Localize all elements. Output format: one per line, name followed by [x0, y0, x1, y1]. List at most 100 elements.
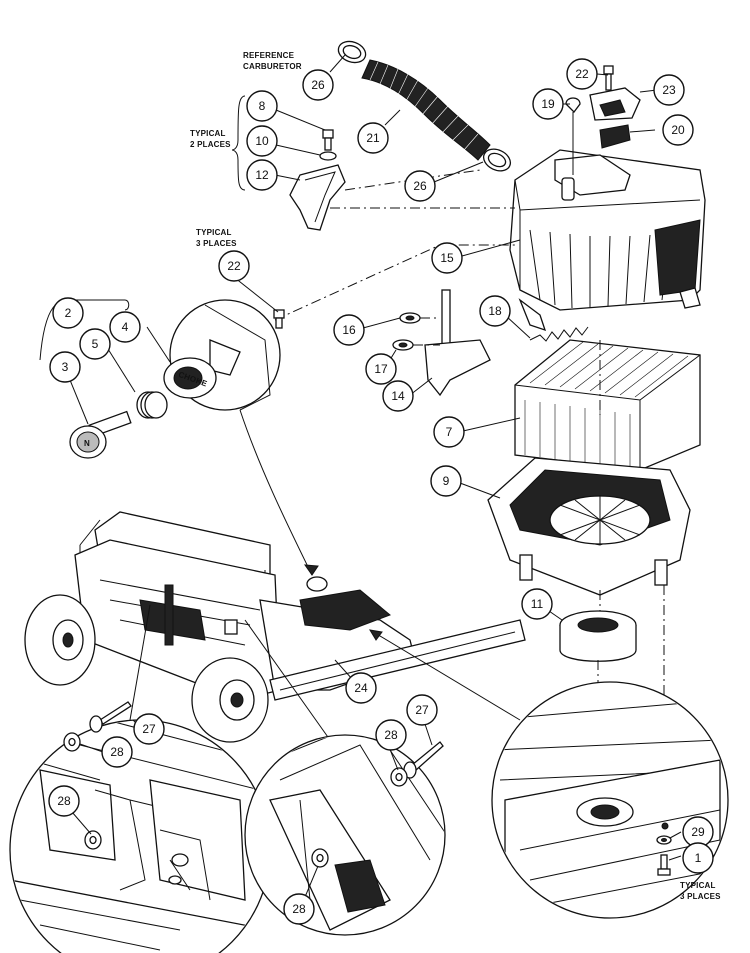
spring-18	[529, 326, 589, 342]
bolt-1	[657, 854, 671, 876]
svg-text:24: 24	[354, 681, 368, 695]
bracket-23	[589, 87, 641, 121]
svg-text:5: 5	[92, 337, 99, 351]
choke-spring	[136, 391, 168, 419]
note-reference-carburetor-1: REFERENCE	[243, 51, 295, 60]
screw-8	[322, 129, 334, 151]
detail-view-middle	[244, 734, 446, 936]
intake-hose	[361, 59, 491, 161]
grommet-11	[559, 610, 637, 662]
choke-bezel	[163, 357, 217, 399]
callout-1: 1	[682, 842, 714, 874]
washer-28-left-bottom	[84, 830, 102, 850]
svg-text:12: 12	[255, 168, 269, 182]
nut-16	[399, 312, 421, 324]
svg-text:28: 28	[292, 902, 306, 916]
svg-text:18: 18	[488, 304, 502, 318]
callout-22-side: 22	[218, 250, 250, 282]
nut-17	[392, 339, 414, 351]
clip-20	[599, 124, 631, 149]
svg-text:26: 26	[311, 78, 325, 92]
svg-text:4: 4	[122, 320, 129, 334]
callout-5: 5	[79, 328, 111, 360]
callout-11: 11	[521, 588, 553, 620]
callout-28-left-bottom: 28	[48, 785, 80, 817]
callout-18: 18	[479, 295, 511, 327]
note-reference-carburetor-2: CARBURETOR	[243, 62, 302, 71]
screw-22-side	[273, 309, 285, 329]
callout-27-left: 27	[133, 713, 165, 745]
callout-10: 10	[246, 125, 278, 157]
callout-21: 21	[357, 122, 389, 154]
note-typical-2-places-1: TYPICAL	[190, 129, 226, 138]
callout-27-middle: 27	[406, 694, 438, 726]
washer-10	[319, 151, 337, 161]
callout-28-middle-top: 28	[375, 719, 407, 751]
svg-text:23: 23	[662, 83, 676, 97]
svg-text:28: 28	[57, 794, 71, 808]
svg-text:8: 8	[259, 99, 266, 113]
callout-7: 7	[433, 416, 465, 448]
svg-text:28: 28	[110, 745, 124, 759]
callout-16: 16	[333, 314, 365, 346]
callout-8: 8	[246, 90, 278, 122]
callout-2: 2	[52, 297, 84, 329]
detail-view-right	[491, 681, 729, 919]
rivet-27-left	[89, 701, 132, 733]
svg-text:14: 14	[391, 389, 405, 403]
note-typical-3-places-b-1: TYPICAL	[680, 881, 716, 890]
svg-text:19: 19	[541, 97, 555, 111]
svg-text:29: 29	[691, 825, 705, 839]
svg-text:27: 27	[142, 722, 156, 736]
washer-28-middle-top	[390, 767, 408, 787]
svg-text:1: 1	[695, 851, 702, 865]
air-filter-7	[514, 339, 701, 471]
note-typical-2-places-2: 2 PLACES	[190, 140, 231, 149]
callout-26-top: 26	[302, 69, 334, 101]
note-typical-3-places-a-2: 3 PLACES	[196, 239, 237, 248]
svg-text:22: 22	[227, 259, 241, 273]
callout-9: 9	[430, 465, 462, 497]
callout-23: 23	[653, 74, 685, 106]
air-box-base-9	[487, 457, 691, 596]
svg-text:27: 27	[415, 703, 429, 717]
svg-text:28: 28	[384, 728, 398, 742]
vehicle-chassis	[74, 511, 526, 701]
callout-4: 4	[109, 311, 141, 343]
svg-text:7: 7	[446, 425, 453, 439]
callout-28-middle-bottom: 28	[283, 893, 315, 925]
front-wheel-left	[24, 594, 96, 686]
bracket-12	[289, 164, 346, 231]
leader-lines	[69, 54, 682, 898]
callout-22-top: 22	[566, 58, 598, 90]
svg-text:2: 2	[65, 306, 72, 320]
callout-3: 3	[49, 351, 81, 383]
svg-text:3: 3	[62, 360, 69, 374]
choke-knob	[69, 410, 132, 459]
svg-text:16: 16	[342, 323, 356, 337]
svg-text:11: 11	[531, 597, 544, 611]
callout-26-bottom: 26	[404, 170, 436, 202]
hose-clamp-airbox	[482, 148, 512, 172]
svg-text:9: 9	[443, 474, 450, 488]
washer-28-left-top	[63, 732, 81, 752]
svg-text:10: 10	[255, 134, 269, 148]
svg-text:21: 21	[366, 131, 380, 145]
svg-text:22: 22	[575, 67, 589, 81]
callout-19: 19	[532, 88, 564, 120]
note-typical-3-places-a-1: TYPICAL	[196, 228, 232, 237]
svg-text:15: 15	[440, 251, 454, 265]
svg-text:20: 20	[671, 123, 685, 137]
clip-19	[565, 97, 581, 113]
air-box-cover	[509, 149, 706, 332]
callout-24: 24	[345, 672, 377, 704]
svg-text:26: 26	[413, 179, 427, 193]
washer-28-middle-bottom	[311, 848, 329, 868]
note-typical-3-places-b-2: 3 PLACES	[680, 892, 721, 901]
svg-text:17: 17	[374, 362, 388, 376]
lever-14	[424, 289, 491, 397]
callout-28-left-top: 28	[101, 736, 133, 768]
callout-12: 12	[246, 159, 278, 191]
washer-29	[656, 835, 672, 845]
front-wheel-right	[191, 657, 269, 743]
